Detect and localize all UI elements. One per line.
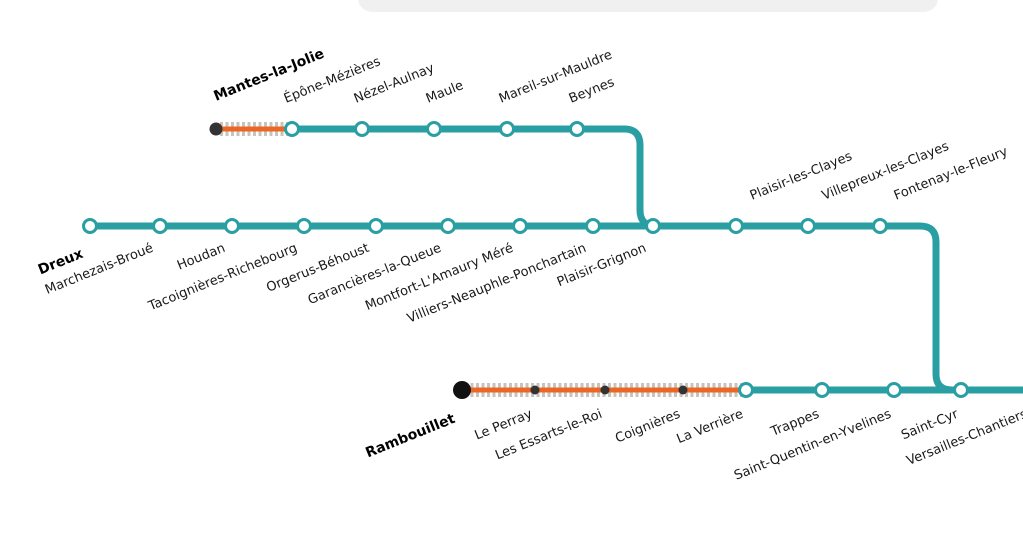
station-marker-tacoignieres-richebourg[interactable]	[296, 218, 312, 234]
station-marker-les-essarts-le-roi[interactable]	[600, 385, 610, 395]
station-marker-le-perray[interactable]	[530, 385, 540, 395]
station-marker-garancieres-la-queue[interactable]	[440, 218, 456, 234]
station-label-la-verriere: La Verrière	[675, 407, 746, 447]
station-marker-maule[interactable]	[426, 121, 442, 137]
station-marker-orgerus-behoust[interactable]	[368, 218, 384, 234]
station-marker-trappes[interactable]	[814, 382, 830, 398]
station-marker-plaisir-grignon[interactable]	[645, 218, 661, 234]
station-label-trappes: Trappes	[768, 407, 822, 440]
station-marker-saint-cyr[interactable]	[953, 382, 969, 398]
station-marker-dreux[interactable]	[82, 218, 98, 234]
station-marker-villepreux-les-clayes[interactable]	[800, 218, 816, 234]
station-label-maule: Maule	[424, 78, 466, 107]
line-mantes-branch	[292, 125, 657, 230]
station-marker-mantes-la-jolie[interactable]	[209, 122, 223, 136]
station-marker-rambouillet[interactable]	[453, 381, 471, 399]
station-label-coignieres: Coignières	[613, 407, 682, 447]
station-marker-villiers-neauphle-ponchartain[interactable]	[585, 218, 601, 234]
station-marker-la-verriere[interactable]	[738, 382, 754, 398]
station-label-rambouillet: Rambouillet	[363, 411, 457, 462]
station-marker-beynes[interactable]	[569, 121, 585, 137]
station-label-villepreux-les-clayes: Villepreux-les-Clayes	[820, 139, 952, 204]
station-marker-fontenay-le-fleury[interactable]	[872, 218, 888, 234]
station-marker-mareil-sur-mauldre[interactable]	[499, 121, 515, 137]
station-marker-montfort-l-amaury-mere[interactable]	[512, 218, 528, 234]
station-label-houdan: Houdan	[175, 241, 227, 274]
station-label-beynes: Beynes	[567, 75, 617, 107]
station-label-versailles-chantiers: Versailles-Chantiers	[905, 407, 1023, 469]
station-marker-marchezais-broue[interactable]	[152, 218, 168, 234]
station-marker-coignieres[interactable]	[678, 385, 688, 395]
station-marker-houdan[interactable]	[224, 218, 240, 234]
station-marker-epone-mezieres[interactable]	[284, 121, 300, 137]
top-info-panel	[358, 0, 938, 12]
station-label-mareil-sur-mauldre: Mareil-sur-Mauldre	[497, 48, 615, 107]
station-marker-plaisir-les-clayes[interactable]	[728, 218, 744, 234]
station-marker-saint-quentin-en-yvelines[interactable]	[886, 382, 902, 398]
station-marker-nezel-aulnay[interactable]	[354, 121, 370, 137]
